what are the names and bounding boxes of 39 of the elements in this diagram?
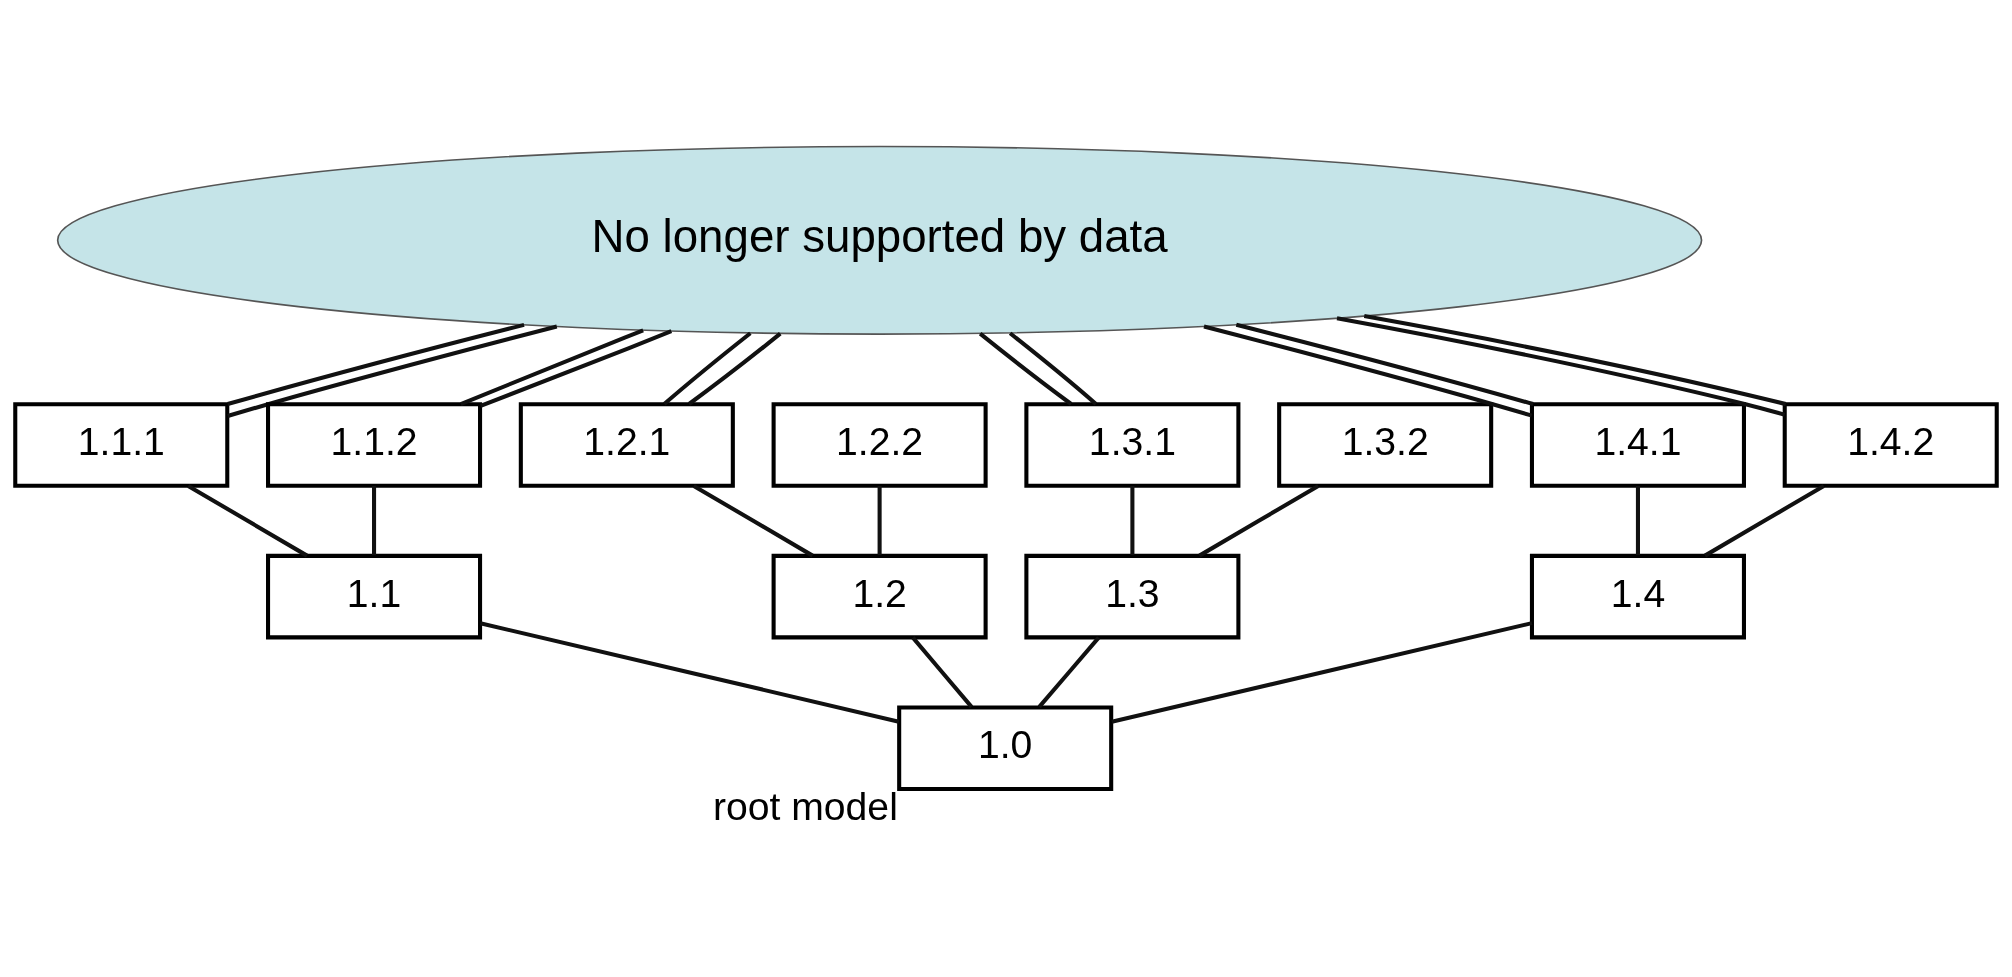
connector bbox=[1235, 322, 1534, 406]
connector bbox=[911, 635, 974, 708]
connector bbox=[687, 331, 782, 406]
node-ellipse: No longer supported by data bbox=[56, 145, 1703, 335]
node-box: 1.0 bbox=[897, 705, 1114, 791]
connector bbox=[372, 485, 377, 555]
connector bbox=[227, 322, 525, 406]
connector bbox=[692, 483, 814, 557]
node-box: 1.3.2 bbox=[1277, 401, 1494, 488]
connector bbox=[662, 331, 752, 406]
connector bbox=[1130, 485, 1135, 555]
connector bbox=[1336, 315, 1786, 417]
node-box: 1.3.1 bbox=[1024, 401, 1241, 488]
connector bbox=[227, 324, 558, 418]
node-label: root model bbox=[712, 784, 898, 828]
connector bbox=[1363, 313, 1787, 406]
node-box: 1.1.2 bbox=[266, 401, 483, 488]
connector bbox=[479, 328, 673, 408]
connector bbox=[1111, 620, 1533, 724]
node-box: 1.3 bbox=[1024, 553, 1241, 639]
node-box: 1.4.2 bbox=[1782, 401, 1999, 488]
connector bbox=[1635, 485, 1640, 555]
node-box: 1.2 bbox=[771, 553, 988, 639]
connector bbox=[1198, 483, 1320, 557]
connector bbox=[1704, 483, 1825, 557]
node-box: 1.2.1 bbox=[518, 401, 735, 488]
connector bbox=[1037, 635, 1101, 708]
node-box: 1.1.1 bbox=[13, 401, 230, 488]
connector bbox=[1203, 324, 1533, 418]
connector bbox=[460, 327, 644, 406]
node-box: 1.4 bbox=[1529, 553, 1746, 639]
connector bbox=[187, 483, 308, 557]
connector bbox=[877, 485, 882, 555]
node-box: 1.1 bbox=[266, 553, 483, 639]
node-box: 1.4.1 bbox=[1529, 401, 1746, 488]
connector bbox=[1008, 331, 1098, 406]
node-box: 1.2.2 bbox=[771, 401, 988, 488]
connector bbox=[978, 331, 1073, 406]
connector bbox=[479, 620, 900, 724]
